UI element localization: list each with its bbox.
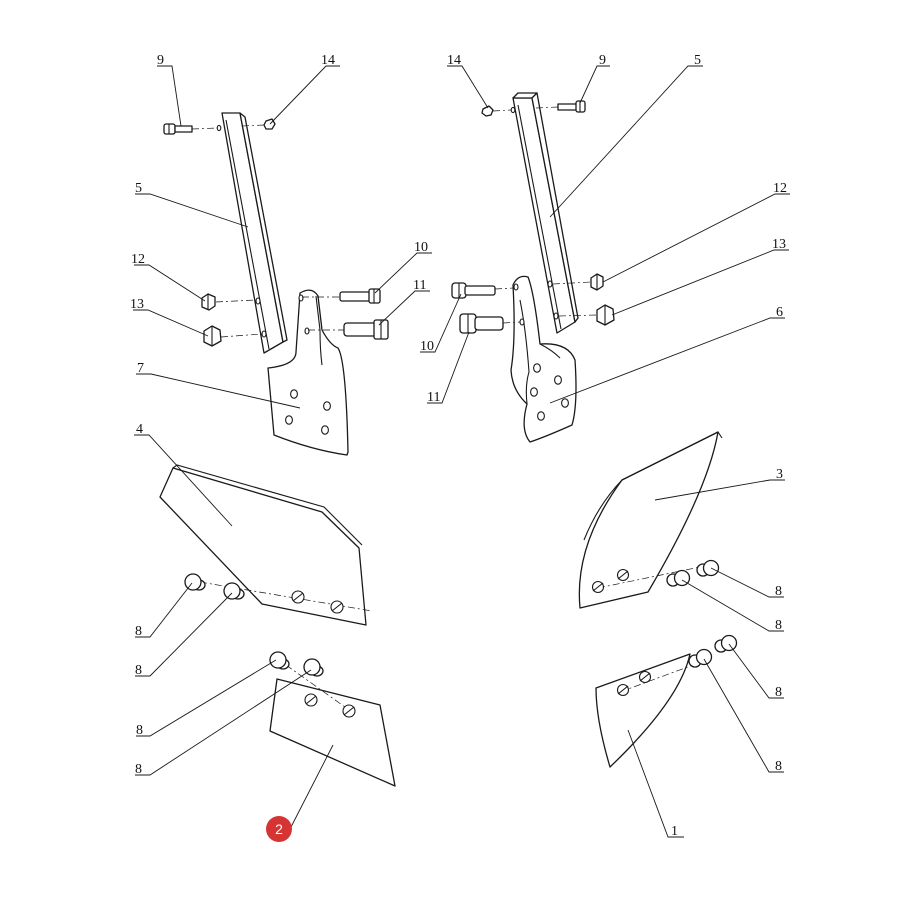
- left-bolt-9: [163, 123, 219, 135]
- callout-right-10: 10: [420, 339, 434, 354]
- callout-left-11: 11: [413, 278, 426, 293]
- callout-right-8b: 8: [775, 618, 782, 633]
- callout-left-7: 7: [137, 361, 144, 376]
- callout-right-8c: 8: [775, 685, 782, 700]
- left-upper-assembly: [163, 112, 389, 456]
- right-blade-part-3: [578, 431, 723, 609]
- callout-right-13: 13: [772, 237, 786, 252]
- callout-left-8b: 8: [135, 663, 142, 678]
- callout-right-12: 12: [773, 181, 787, 196]
- right-nut-12: [552, 273, 604, 291]
- callout-left-14: 14: [321, 53, 335, 68]
- callout-right-14: 14: [447, 53, 461, 68]
- callout-right-8a: 8: [775, 584, 782, 599]
- left-nut-12: [201, 293, 257, 311]
- callout-labels: 9 14 5 12 13 7 10 11 4 8 8 8 8 14 9 5 12…: [130, 53, 787, 839]
- right-rivet-8b: [666, 569, 691, 587]
- callout-left-5: 5: [135, 181, 142, 196]
- callout-left-12: 12: [131, 252, 145, 267]
- callout-left-8d: 8: [135, 762, 142, 777]
- badge-circle: [266, 816, 292, 842]
- part-2-badge[interactable]: 2: [266, 816, 292, 842]
- right-bracket-part-6: [510, 275, 577, 443]
- lower-rivet-8a: [269, 651, 290, 670]
- lower-right-rivet-8b: [688, 648, 713, 668]
- right-nut-13: [558, 304, 615, 326]
- right-upper-assembly: [451, 92, 615, 443]
- callout-right-9: 9: [599, 53, 606, 68]
- callout-left-10: 10: [414, 240, 428, 255]
- lower-left-plate-part-2: [269, 664, 396, 787]
- left-rivet-8a: [184, 573, 206, 591]
- callout-left-8c: 8: [136, 723, 143, 738]
- callout-left-8a: 8: [135, 624, 142, 639]
- lower-right-rivet-8a: [714, 634, 738, 653]
- lower-rivet-8b: [303, 658, 324, 677]
- right-bolt-11: [459, 313, 521, 334]
- lower-right-plate-part-1: [595, 653, 713, 768]
- callout-right-11: 11: [427, 390, 440, 405]
- right-bolt-9: [535, 100, 586, 113]
- callout-right-6: 6: [776, 305, 783, 320]
- callout-right-3: 3: [776, 467, 783, 482]
- right-bolt-10: [451, 282, 515, 299]
- callout-left-4: 4: [136, 422, 143, 437]
- right-bar-part-5: [510, 92, 579, 334]
- callout-right-1: 1: [671, 824, 678, 839]
- callout-left-13: 13: [130, 297, 144, 312]
- callout-right-8d: 8: [775, 759, 782, 774]
- left-bar-part-5: [216, 112, 288, 354]
- left-bracket-part-7: [267, 289, 349, 456]
- callout-left-9: 9: [157, 53, 164, 68]
- right-nut-14: [481, 105, 512, 117]
- badge-label: 2: [275, 821, 283, 837]
- left-rivet-8b: [223, 582, 245, 600]
- left-nut-13: [203, 325, 263, 347]
- left-bolt-10: [302, 288, 381, 304]
- left-blade-part-4: [159, 464, 373, 626]
- callout-right-5: 5: [694, 53, 701, 68]
- right-rivet-8a: [696, 559, 720, 577]
